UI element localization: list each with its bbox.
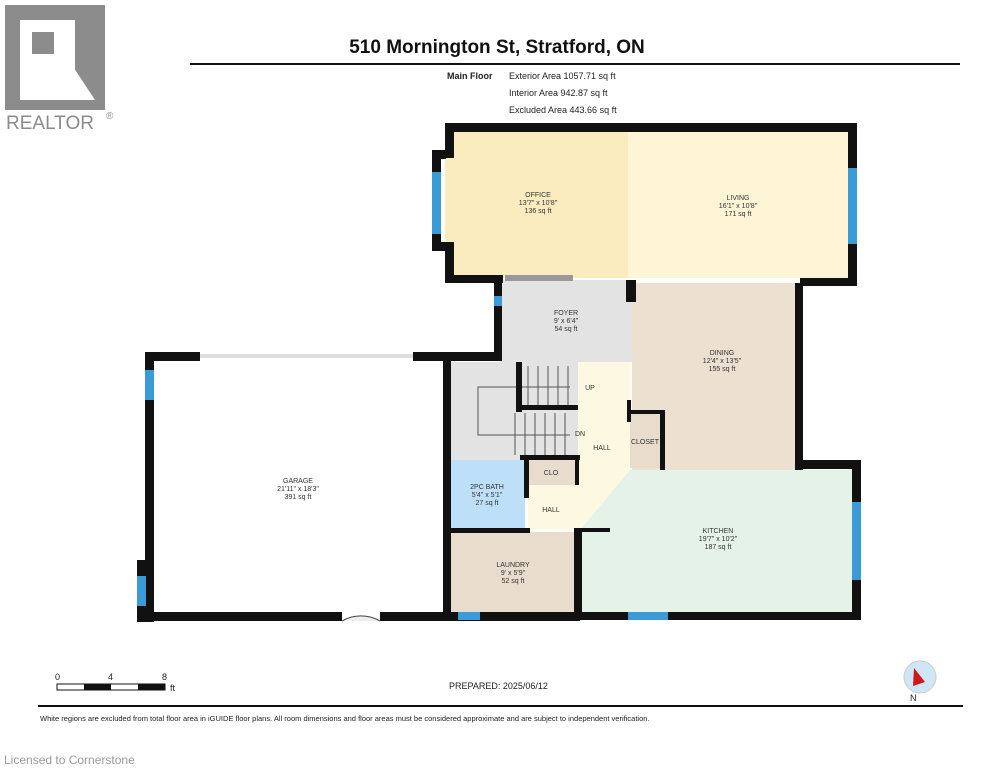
license-text: Licensed to Cornerstone — [4, 753, 135, 767]
logo-mark: ® — [106, 111, 114, 122]
svg-text:16'1" x 10'8": 16'1" x 10'8" — [719, 203, 758, 210]
room-foyer[interactable] — [500, 280, 632, 362]
page-title: 510 Mornington St, Stratford, ON — [349, 37, 645, 58]
stair-treads — [477, 366, 570, 455]
disclaimer: White regions are excluded from total fl… — [40, 714, 650, 723]
scale-bar: 0 4 8 ft — [55, 672, 176, 693]
svg-text:391 sq ft: 391 sq ft — [285, 494, 312, 501]
svg-text:DINING: DINING — [710, 350, 735, 357]
svg-text:27 sq ft: 27 sq ft — [476, 500, 499, 507]
svg-text:0: 0 — [55, 672, 60, 682]
room-bath[interactable] — [450, 460, 525, 530]
svg-text:LIVING: LIVING — [727, 195, 750, 202]
windows — [137, 168, 861, 620]
room-closet[interactable] — [630, 412, 662, 468]
room-office[interactable] — [445, 130, 628, 278]
room-labels: OFFICE 13'7" x 10'8" 136 sq ft LIVING 16… — [277, 192, 758, 585]
svg-text:OFFICE: OFFICE — [525, 192, 551, 199]
svg-text:CLOSET: CLOSET — [631, 439, 660, 446]
svg-text:9' x 6'4": 9' x 6'4" — [554, 318, 579, 325]
room-kitchen[interactable] — [580, 470, 855, 612]
svg-text:FOYER: FOYER — [554, 310, 578, 317]
excluded-area: Excluded Area 443.66 sq ft — [509, 105, 617, 115]
svg-text:155 sq ft: 155 sq ft — [709, 366, 736, 373]
room-living[interactable] — [628, 130, 850, 278]
svg-text:KITCHEN: KITCHEN — [703, 528, 734, 535]
stairs[interactable] — [450, 362, 578, 460]
svg-text:12'4" x 13'5": 12'4" x 13'5" — [703, 358, 742, 365]
prepared-date: PREPARED: 2025/06/12 — [449, 681, 548, 691]
room-laundry[interactable] — [450, 532, 578, 612]
svg-text:21'11" x 18'3": 21'11" x 18'3" — [277, 486, 319, 493]
title-divider — [190, 63, 960, 65]
compass-icon: N — [903, 660, 937, 703]
foyer-threshold — [505, 275, 573, 281]
svg-text:LAUNDRY: LAUNDRY — [496, 562, 530, 569]
room-clo[interactable] — [528, 460, 575, 485]
svg-text:UP: UP — [585, 385, 595, 392]
exterior-area: Exterior Area 1057.71 sq ft — [509, 71, 616, 81]
svg-text:CLO: CLO — [544, 470, 559, 477]
svg-text:52 sq ft: 52 sq ft — [502, 578, 525, 585]
svg-text:GARAGE: GARAGE — [283, 478, 313, 485]
svg-text:54 sq ft: 54 sq ft — [555, 326, 578, 333]
interior-area: Interior Area 942.87 sq ft — [509, 88, 608, 98]
garage-side-door[interactable] — [341, 615, 381, 622]
svg-text:ft: ft — [170, 683, 176, 693]
svg-text:13'7" x 10'8": 13'7" x 10'8" — [519, 200, 558, 207]
footer-divider — [38, 705, 963, 707]
svg-text:DN: DN — [575, 431, 585, 438]
svg-text:HALL: HALL — [593, 445, 611, 452]
floor-label: Main Floor — [447, 71, 493, 81]
svg-text:136 sq ft: 136 sq ft — [525, 208, 552, 215]
svg-text:2PC BATH: 2PC BATH — [470, 484, 504, 491]
room-hall-small[interactable] — [528, 485, 578, 530]
garage-door[interactable] — [200, 354, 413, 358]
svg-text:4: 4 — [108, 672, 113, 682]
svg-text:171 sq ft: 171 sq ft — [725, 211, 752, 218]
svg-text:8: 8 — [162, 672, 167, 682]
svg-text:187 sq ft: 187 sq ft — [705, 544, 732, 551]
svg-text:19'7" x 10'2": 19'7" x 10'2" — [699, 536, 738, 543]
logo-text: REALTOR — [6, 113, 94, 134]
svg-text:9' x 5'9": 9' x 5'9" — [501, 570, 526, 577]
realtor-logo[interactable]: REALTOR ® — [5, 5, 114, 134]
svg-text:HALL: HALL — [542, 507, 560, 514]
svg-text:5'4" x 5'1": 5'4" x 5'1" — [472, 492, 503, 499]
svg-text:N: N — [910, 693, 917, 703]
